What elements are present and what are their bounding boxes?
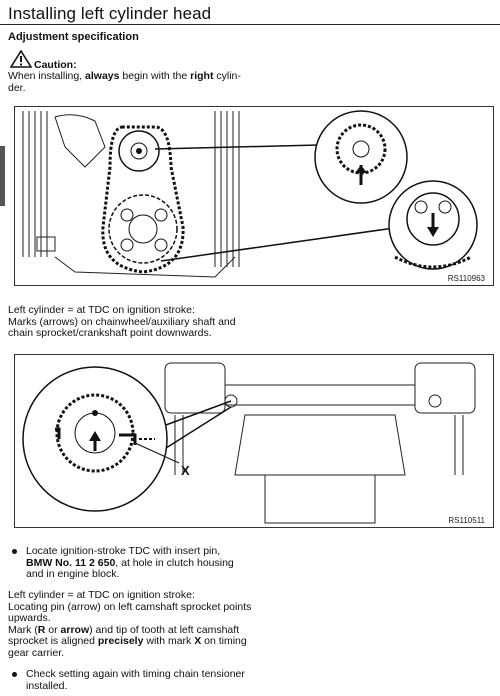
page-edge-tab xyxy=(0,146,5,206)
caution-text: When installing, always begin with the r… xyxy=(8,70,241,94)
bullet-line: and in engine block. xyxy=(26,568,120,580)
bullet-line: BMW No. 11 2 650, at hole in clutch hous… xyxy=(26,556,234,569)
figure-camshaft-sprocket-mark: X RS110511 xyxy=(14,354,494,528)
paragraph-line: chain sprocket/crankshaft point downward… xyxy=(8,327,212,339)
bullet-dot xyxy=(12,672,17,677)
paragraph-line: Locating pin (arrow) on left camshaft sp… xyxy=(8,600,252,613)
paragraph-line: sprocket is aligned precisely with mark … xyxy=(8,635,247,647)
camshaft-illustration xyxy=(22,362,476,524)
title-divider xyxy=(0,24,500,25)
caution-line-2: der. xyxy=(8,81,26,94)
page-title: Installing left cylinder head xyxy=(8,4,212,23)
paragraph-line: Left cylinder = at TDC on ignition strok… xyxy=(8,304,195,316)
paragraph-line: upwards. xyxy=(8,612,51,624)
paragraph-left-cylinder-marks: Left cylinder = at TDC on ignition strok… xyxy=(8,304,236,340)
paragraph-line: Left cylinder = at TDC on ignition strok… xyxy=(8,589,195,601)
figure-timing-chain-marks: RS110963 xyxy=(14,106,494,286)
paragraph-line: Mark (R or arrow) and tip of tooth at le… xyxy=(8,623,240,636)
paragraph-left-camshaft: Left cylinder = at TDC on ignition strok… xyxy=(8,589,252,659)
bullet-line: Locate ignition-stroke TDC with insert p… xyxy=(26,545,221,557)
figure-code: RS110511 xyxy=(448,516,485,525)
caution-heading: Caution: xyxy=(34,59,77,71)
bullet-check-setting: Check setting again with timing chain te… xyxy=(8,668,245,692)
paragraph-line: gear carrier. xyxy=(8,646,65,659)
bullet-dot xyxy=(12,549,17,554)
section-heading: Adjustment specification xyxy=(8,31,139,43)
caution-line-1: When installing, always begin with the r… xyxy=(8,70,241,82)
paragraph-line: Marks (arrows) on chainwheel/auxiliary s… xyxy=(8,315,236,328)
engine-timing-illustration xyxy=(22,110,478,278)
callout-x-label: X xyxy=(181,463,190,478)
bullet-line: Check setting again with timing chain te… xyxy=(26,668,245,680)
bullet-locate-tdc: Locate ignition-stroke TDC with insert p… xyxy=(8,545,234,581)
bullet-line: installed. xyxy=(26,679,68,692)
caution-warning-icon xyxy=(10,50,32,68)
figure-code: RS110963 xyxy=(447,274,485,283)
